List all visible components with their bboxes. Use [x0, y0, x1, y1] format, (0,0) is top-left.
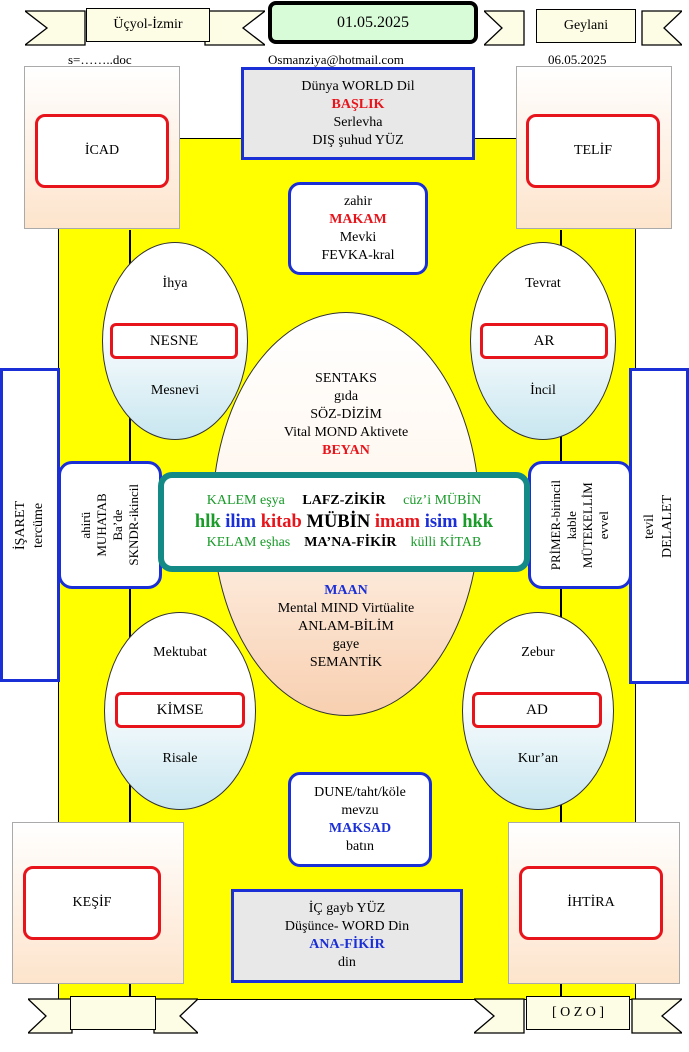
hlk-text: hlk [194, 512, 221, 532]
date-secondary: 06.05.2025 [548, 52, 607, 67]
cuzi-mubin-text: cüz’i MÜBİN [403, 493, 482, 508]
divider-line-left [129, 230, 131, 1000]
isaret-line2: tercüme [31, 502, 46, 548]
center-row-1: KALEM eşya LAFZ-ZİKİR cüz’i MÜBİN [207, 492, 482, 510]
maan-line5: SEMANTİK [309, 655, 383, 670]
baslik-line1: Dünya WORLD Dil [301, 78, 415, 94]
baslik-title: BAŞLIK [331, 96, 385, 112]
baslik-line3: Serlevha [333, 114, 383, 130]
ana-fikir-line2: Düşünce- WORD Din [284, 919, 410, 934]
ana-fikir-title: ANA-FİKİR [309, 937, 385, 952]
kalem-text: KALEM eşya [206, 493, 285, 508]
maksad-box: DUNE/taht/köle mevzu MAKSAD batın [288, 772, 432, 867]
mubin-text: MÜBİN [306, 512, 371, 532]
incil-text: İncil [530, 383, 556, 398]
icad-label: İCAD [35, 114, 169, 188]
muhatab-line3: Ba’de [110, 509, 125, 541]
ar-label: AR [480, 323, 608, 359]
mubin-center-box: KALEM eşya LAFZ-ZİKİR cüz’i MÜBİN hlk il… [158, 472, 530, 572]
isaret-line1: İŞARET [13, 500, 28, 550]
delalet-box: tevil DELALET [629, 368, 689, 684]
maan-text: MAAN Mental MIND Virtüalite ANLAM-BİLİM … [240, 582, 452, 672]
mutekellim-box: PRİMER-birincil kable MÜTEKELLİM evvel [528, 461, 632, 589]
hkk-text: hkk [462, 512, 494, 532]
delalet-text: tevil DELALET [641, 495, 677, 558]
ribbon-right-label: Geylani [536, 9, 636, 43]
mesnevi-text: Mesnevi [150, 383, 200, 398]
ribbon-bottom-right-shape [474, 998, 682, 1034]
ribbon-bottom-left-label [70, 996, 156, 1030]
divider-line-right [560, 230, 562, 1000]
maksad-line1: DUNE/taht/köle [314, 784, 406, 800]
makam-box: zahir MAKAM Mevki FEVKA-kral [288, 182, 428, 275]
kuran-text: Kur’an [517, 751, 559, 766]
maan-line4: gaye [332, 637, 360, 652]
telif-label: TELİF [526, 114, 660, 188]
kulli-kitab-text: külli KİTAB [410, 535, 482, 550]
baslik-box: Dünya WORLD Dil BAŞLIK Serlevha DIŞ şuhu… [241, 67, 475, 160]
tevrat-text: Tevrat [525, 276, 561, 291]
isaret-box: İŞARET tercüme [0, 368, 60, 682]
ribbon-left-shape [25, 10, 265, 46]
beyan-line3: SÖZ-DİZİM [310, 407, 382, 422]
beyan-title: BEYAN [322, 443, 370, 458]
risale-text: Risale [162, 751, 198, 766]
maksad-title: MAKSAD [328, 820, 392, 836]
kelam-text: KELAM eşhas [206, 535, 291, 550]
ribbon-left-label: Üçyol-İzmir [86, 8, 210, 42]
mutekellim-text: PRİMER-birincil kable MÜTEKELLİM evvel [548, 480, 612, 570]
file-name: s=……..doc [68, 52, 132, 67]
date-box: 01.05.2025 [268, 1, 478, 44]
lafz-zikir-text: LAFZ-ZİKİR [302, 493, 386, 508]
nesne-label: NESNE [110, 323, 238, 359]
ihya-text: İhya [162, 276, 188, 291]
beyan-line4: Vital MOND Aktivete [283, 425, 409, 440]
mutekellim-line3: MÜTEKELLİM [580, 482, 595, 568]
mutekellim-line2: kable [564, 510, 579, 540]
beyan-line2: gıda [333, 389, 359, 404]
muhatab-box: ahirü MUHATAB Ba’de SKNDR-ikincil [58, 461, 162, 589]
baslik-line4: DIŞ şuhud YÜZ [312, 132, 404, 148]
makam-line3: Mevki [339, 229, 377, 245]
makam-title: MAKAM [329, 211, 387, 227]
maan-line2: Mental MIND Virtüalite [277, 601, 415, 616]
muhatab-text: ahirü MUHATAB Ba’de SKNDR-ikincil [78, 484, 142, 566]
ihtira-label: İHTİRA [519, 866, 663, 940]
maksad-line4: batın [346, 838, 374, 854]
maan-line3: ANLAM-BİLİM [298, 619, 394, 634]
ribbon-right-shape [484, 10, 682, 46]
center-row-2: hlk ilim kitab MÜBİN imam isim hkk [195, 510, 493, 534]
makam-line1: zahir [344, 193, 372, 209]
ana-fikir-box: İÇ gayb YÜZ Düşünce- WORD Din ANA-FİKİR … [231, 889, 463, 983]
kimse-label: KİMSE [115, 692, 245, 728]
beyan-text: SENTAKS gıda SÖZ-DİZİM Vital MOND Aktive… [240, 370, 452, 460]
ana-fikir-line4: din [338, 955, 356, 970]
kesif-label: KEŞİF [23, 866, 161, 940]
zebur-text: Zebur [521, 645, 555, 660]
mektubat-text: Mektubat [153, 645, 207, 660]
muhatab-line4: SKNDR-ikincil [126, 484, 141, 566]
makam-line4: FEVKA-kral [321, 247, 395, 263]
ana-fikir-line1: İÇ gayb YÜZ [308, 901, 386, 916]
beyan-line1: SENTAKS [315, 371, 377, 386]
ribbon-bottom-left-shape [28, 998, 198, 1034]
kitab-text: kitab [260, 512, 302, 532]
delalet-line1: tevil [642, 513, 657, 539]
maan-title: MAAN [324, 583, 368, 598]
maksad-line2: mevzu [341, 802, 379, 818]
muhatab-line1: ahirü [78, 511, 93, 539]
email: Osmanziya@hotmail.com [268, 52, 404, 67]
ilim-text: ilim [225, 512, 257, 532]
delalet-line2: DELALET [660, 494, 675, 558]
mutekellim-line1: PRİMER-birincil [548, 479, 563, 571]
mutekellim-line4: evvel [596, 510, 611, 540]
center-row-3: KELAM eşhas MA’NA-FİKİR külli KİTAB [207, 534, 482, 552]
imam-text: imam [374, 512, 421, 532]
isaret-text: İŞARET tercüme [12, 501, 48, 550]
mana-fikir-text: MA’NA-FİKİR [304, 535, 397, 550]
isim-text: isim [424, 512, 458, 532]
ozo-label: [ O Z O ] [526, 996, 630, 1030]
muhatab-line2: MUHATAB [94, 493, 109, 557]
ad-label: AD [472, 692, 602, 728]
